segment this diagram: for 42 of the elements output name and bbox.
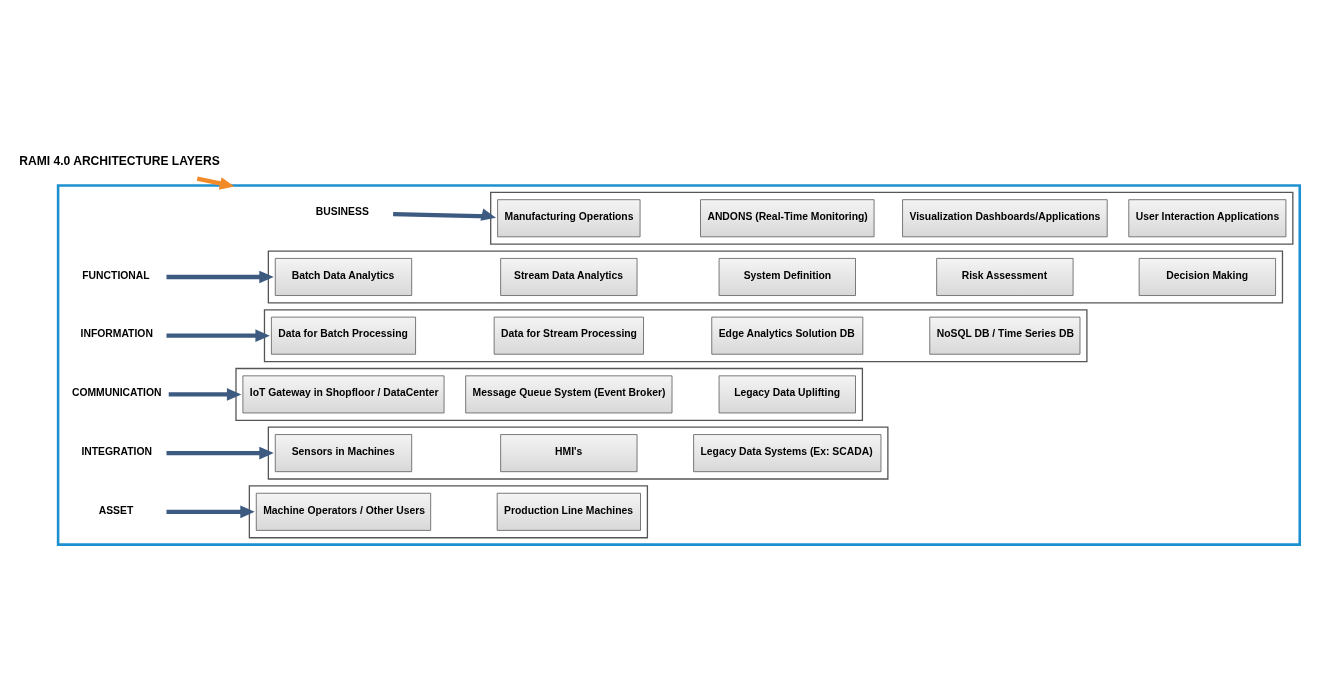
- node-box: Edge Analytics Solution DB: [711, 316, 864, 355]
- node-box: Legacy Data Systems (Ex: SCADA): [693, 433, 882, 472]
- node-box: Manufacturing Operations: [497, 198, 641, 237]
- node-text: RAMI 4.0 ARCHITECTURE LAYERS: [19, 153, 220, 168]
- node-box: IoT Gateway in Shopfloor / DataCenter: [242, 374, 445, 413]
- node-box: Visualization Dashboards/Applications: [902, 198, 1108, 237]
- node-box: Risk Assessment: [936, 257, 1074, 296]
- cluster: [490, 191, 1294, 245]
- arrow: [166, 505, 255, 518]
- arrow: [168, 387, 242, 401]
- cluster: [267, 426, 889, 480]
- node-text: BUSINESS: [315, 205, 369, 217]
- node-box: Stream Data Analytics: [500, 257, 638, 296]
- node-box: NoSQL DB / Time Series DB: [929, 316, 1081, 355]
- node-box: User Interaction Applications: [1128, 198, 1287, 237]
- node-box: Legacy Data Uplifting: [718, 374, 856, 413]
- node-box: Data for Batch Processing: [270, 316, 416, 355]
- node-box: Production Line Machines: [496, 492, 641, 531]
- node-text: COMMUNICATION: [71, 386, 162, 398]
- node-text: INFORMATION: [80, 328, 153, 339]
- arrow: [166, 270, 274, 283]
- node-box: Message Queue System (Event Broker): [465, 374, 673, 413]
- node-box: Sensors in Machines: [274, 433, 413, 472]
- node-box: Batch Data Analytics: [274, 257, 413, 296]
- cluster: [56, 183, 1302, 546]
- arrow: [196, 175, 235, 190]
- cluster: [263, 308, 1088, 362]
- node-text: ASSET: [98, 504, 134, 516]
- node-box: Data for Stream Processing: [493, 316, 644, 355]
- node-text: FUNCTIONAL: [82, 269, 150, 281]
- arrow: [166, 328, 270, 342]
- cluster: [267, 249, 1284, 303]
- cluster: [248, 484, 649, 538]
- node-box: Machine Operators / Other Users: [255, 492, 432, 531]
- cluster: [235, 367, 864, 421]
- arrow: [166, 446, 274, 459]
- node-box: HMI's: [500, 433, 638, 472]
- node-text: INTEGRATION: [81, 445, 153, 457]
- node-box: System Definition: [718, 257, 856, 296]
- node-box: Decision Making: [1138, 257, 1276, 296]
- arrow: [393, 207, 496, 221]
- node-box: ANDONS (Real-Time Monitoring): [700, 198, 875, 237]
